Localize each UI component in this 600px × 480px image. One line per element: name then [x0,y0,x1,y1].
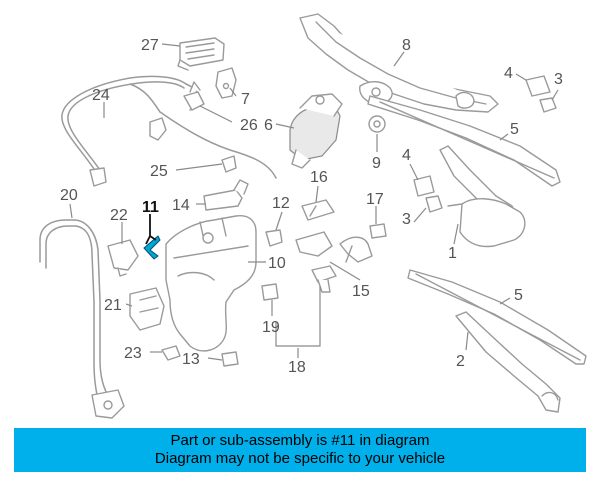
callout-22: 22 [110,207,128,224]
callout-labels: 27 24 7 26 25 20 22 11 14 21 23 13 10 12… [60,37,563,376]
callout-12: 12 [272,195,290,212]
callout-9: 9 [372,155,381,172]
callout-19: 19 [262,319,280,336]
part-7-bracket [215,67,237,99]
part-10-reservoir [165,215,257,352]
callout-6: 6 [264,117,273,134]
callout-8: 8 [402,37,411,54]
callout-4-upper: 4 [504,65,513,82]
callout-3-upper: 3 [554,71,563,88]
part-6-wiper-motor [289,93,343,169]
leader-lines [69,43,559,361]
part-20-washer-pipe [39,219,125,419]
callout-15: 15 [352,283,370,300]
part-12-cap [265,229,283,247]
part-21-pump [129,287,165,331]
part-8-linkage [299,13,499,113]
part-17-plug [369,223,387,239]
part-25-nozzle [149,117,237,173]
callout-16: 16 [310,169,328,186]
callout-23: 23 [124,345,142,362]
part-3-nut-upper [539,97,557,113]
part-4-grommet-middle [413,175,435,197]
callout-4-middle: 4 [402,147,411,164]
part-18-tee [311,265,337,293]
callout-1: 1 [448,245,457,262]
callout-11: 11 [142,199,159,216]
callout-24: 24 [92,87,110,104]
parts-diagram: 27 24 7 26 25 20 22 11 14 21 23 13 10 12… [39,13,587,419]
callout-26: 26 [240,117,258,134]
part-5-wiper-blade-lower [407,269,587,365]
callout-18: 18 [288,359,306,376]
part-26-connector [183,81,205,111]
callout-10: 10 [268,255,286,272]
callout-7: 7 [241,91,250,108]
callout-27: 27 [141,37,159,54]
part-14-sensor [203,179,249,211]
callout-5-upper: 5 [510,121,519,138]
part-2-wiper-arm-lower [455,311,561,413]
callout-2: 2 [456,353,465,370]
part-23-plug [161,345,181,361]
part-24-washer-hose [61,75,277,187]
part-15-connector [295,231,373,263]
part-3-nut-middle [425,195,443,213]
part-19-cap [261,283,279,301]
part-22-pump [107,239,139,277]
banner-line-2: Diagram may not be specific to your vehi… [154,450,446,467]
part-4-grommet-upper [525,75,551,97]
callout-5-lower: 5 [514,287,523,304]
part-16-bracket [301,199,335,221]
part-9-cap [368,115,386,133]
part-5-wiper-blade-upper [367,95,561,187]
callout-25: 25 [150,163,168,180]
callout-3-middle: 3 [402,211,411,228]
callout-20: 20 [60,187,78,204]
callout-21: 21 [104,297,122,314]
part-1-wiper-arm [439,145,526,248]
info-banner: Part or sub-assembly is #11 in diagram D… [14,428,586,472]
callout-17: 17 [366,191,384,208]
part-13-grommet [221,351,239,367]
banner-line-1: Part or sub-assembly is #11 in diagram [170,432,430,449]
part-27-module [177,37,225,71]
part-11-hose-highlighted [143,235,161,260]
callout-14: 14 [172,197,190,214]
callout-13: 13 [182,351,200,368]
